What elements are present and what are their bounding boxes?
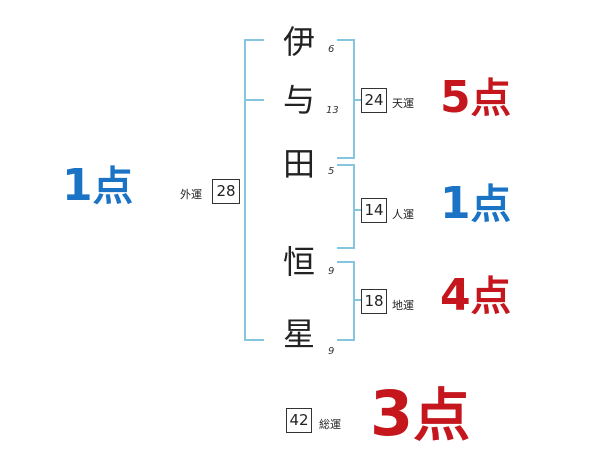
jinun-value-box: 14 (361, 198, 387, 223)
jinun-bracket (337, 164, 361, 249)
chiun-score-number: 4 (440, 270, 471, 321)
name-char-4: 恒 (282, 243, 315, 281)
jinun-score-unit: 点 (470, 180, 512, 228)
chiun-score-unit: 点 (470, 272, 512, 320)
tenun-score: 5点 (440, 76, 511, 120)
souun-score-unit: 点 (413, 383, 471, 449)
name-char-1: 伊 (282, 23, 315, 61)
jinun-label: 人運 (392, 208, 414, 221)
name-char-3: 田 (282, 145, 315, 183)
souun-score-number: 3 (370, 377, 414, 450)
gaiun-value-box: 28 (212, 179, 240, 204)
stroke-count-4: 9 (328, 266, 335, 277)
jinun-score: 1点 (440, 182, 511, 226)
stroke-count-3: 5 (328, 166, 335, 177)
jinun-score-number: 1 (440, 178, 471, 229)
gaiun-label: 外運 (180, 188, 202, 201)
stroke-count-2: 13 (326, 105, 339, 116)
gaiun-score: 1点 (62, 164, 133, 208)
tenun-label: 天運 (392, 97, 414, 110)
tenun-bracket (337, 39, 361, 159)
chiun-value-box: 18 (361, 289, 387, 314)
gaiun-score-number: 1 (62, 160, 93, 211)
name-char-5: 星 (282, 315, 315, 353)
tenun-score-number: 5 (440, 72, 471, 123)
chiun-bracket (337, 261, 361, 341)
tenun-score-unit: 点 (470, 74, 512, 122)
gaiun-score-unit: 点 (92, 162, 134, 210)
gaiun-bracket (244, 39, 264, 341)
stroke-count-5: 9 (328, 346, 335, 357)
souun-label: 総運 (319, 418, 341, 431)
name-char-2: 与 (282, 81, 315, 119)
chiun-score: 4点 (440, 274, 511, 318)
tenun-value-box: 24 (361, 88, 387, 113)
souun-score: 3点 (370, 383, 470, 445)
souun-value-box: 42 (286, 408, 312, 433)
chiun-label: 地運 (392, 299, 414, 312)
stroke-count-1: 6 (328, 44, 335, 55)
